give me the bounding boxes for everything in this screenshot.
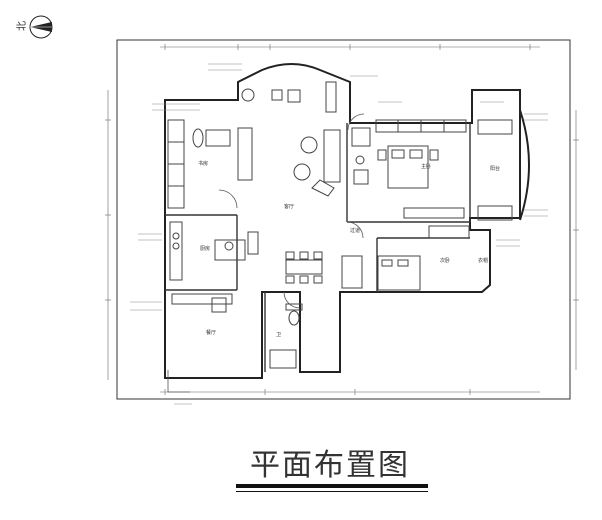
kitchen-fixtures	[169, 221, 259, 313]
dimension-lines	[105, 44, 579, 395]
outer-walls	[164, 63, 530, 379]
room-label-corridor: 过道	[350, 227, 360, 234]
bathroom-fixtures	[269, 255, 363, 369]
title-underline	[236, 484, 428, 492]
room-label-living: 客厅	[284, 203, 294, 210]
bedroom-furniture	[351, 127, 439, 291]
room-label-bath: 卫	[276, 332, 281, 338]
room-label-study: 书房	[198, 160, 208, 167]
study-furniture	[192, 127, 253, 181]
room-label-dining: 餐厅	[206, 329, 216, 336]
room-label-bedroom2: 次卧	[440, 257, 450, 264]
drawing-frame	[116, 39, 571, 400]
annotation-stubs	[130, 63, 548, 405]
room-label-closet: 衣帽	[478, 257, 488, 264]
room-label-terrace: 阳台	[490, 165, 500, 172]
wardrobes	[167, 119, 513, 239]
living-furniture	[241, 81, 341, 197]
drawing-title: 平面布置图	[250, 448, 410, 483]
room-labels: 书房 客厅 主卧 阳台 厨房 餐厅 过道 次卧 衣帽 卫	[198, 160, 500, 338]
doors	[167, 113, 365, 393]
compass-label: 北	[16, 21, 28, 31]
north-arrow-icon: 北	[16, 15, 53, 39]
room-label-kitchen: 厨房	[200, 245, 210, 252]
dining-table	[285, 251, 323, 284]
room-label-master: 主卧	[421, 163, 431, 170]
